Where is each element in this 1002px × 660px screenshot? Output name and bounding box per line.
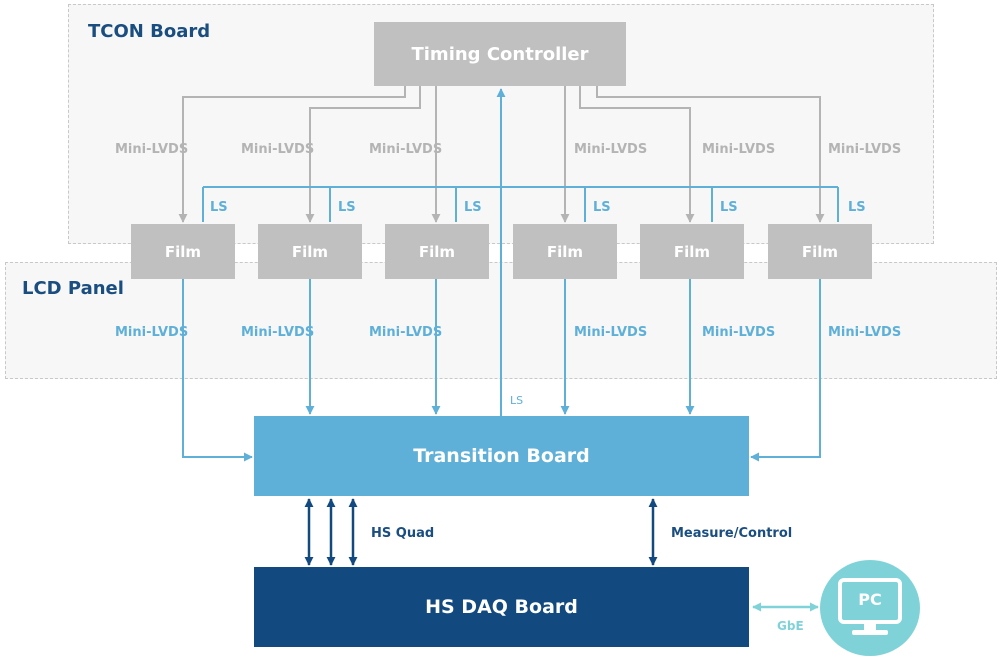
- ls-label-4: LS: [593, 200, 611, 215]
- film-mini-lvds-label-6: Mini-LVDS: [828, 325, 901, 340]
- film-block-3: Film: [385, 224, 489, 279]
- hs-quad-wires: [304, 498, 658, 566]
- transition-board-block: Transition Board: [254, 416, 749, 496]
- wire-tcon-film-1: [178, 86, 406, 223]
- film-block-1: Film: [131, 224, 235, 279]
- wire-tcon-film-6: [596, 86, 825, 223]
- hs-daq-board-label: HS DAQ Board: [425, 596, 578, 618]
- film-block-4: Film: [513, 224, 617, 279]
- film-label: Film: [418, 242, 456, 261]
- gbe-label: GbE: [777, 619, 804, 633]
- pc-label: PC: [858, 590, 882, 609]
- pc-node: PC: [820, 560, 920, 656]
- wire-tcon-film-2: [305, 86, 421, 223]
- film-label: Film: [546, 242, 584, 261]
- wire-film-1-transition: [182, 279, 253, 462]
- film-mini-lvds-label-1: Mini-LVDS: [115, 325, 188, 340]
- film-mini-lvds-label-5: Mini-LVDS: [702, 325, 775, 340]
- ls-uplink-label: LS: [510, 394, 523, 407]
- ls-label-2: LS: [338, 200, 356, 215]
- wire-film-6-transition: [750, 279, 821, 462]
- ls-label-1: LS: [210, 200, 228, 215]
- tcon-board-label: TCON Board: [88, 21, 211, 42]
- film-mini-lvds-label-2: Mini-LVDS: [241, 325, 314, 340]
- monitor-icon: [838, 578, 902, 635]
- film-mini-lvds-wires: [182, 279, 821, 462]
- timing-controller-label: Timing Controller: [411, 43, 589, 65]
- film-block-2: Film: [258, 224, 362, 279]
- film-block-5: Film: [640, 224, 744, 279]
- film-block-6: Film: [768, 224, 872, 279]
- tcon-mini-lvds-label-6: Mini-LVDS: [828, 142, 901, 157]
- ls-label-6: LS: [848, 200, 866, 215]
- ls-label-3: LS: [464, 200, 482, 215]
- hs-daq-board-block: HS DAQ Board: [254, 567, 749, 647]
- tcon-mini-lvds-label-1: Mini-LVDS: [115, 142, 188, 157]
- film-label: Film: [801, 242, 839, 261]
- tcon-mini-lvds-label-2: Mini-LVDS: [241, 142, 314, 157]
- hs-quad-label: HS Quad: [371, 526, 434, 541]
- ls-bus: [202, 88, 839, 416]
- wire-tcon-film-5: [579, 86, 695, 223]
- film-label: Film: [673, 242, 711, 261]
- measure-control-label: Measure/Control: [671, 526, 792, 541]
- tcon-mini-lvds-label-4: Mini-LVDS: [574, 142, 647, 157]
- film-label: Film: [291, 242, 329, 261]
- film-mini-lvds-label-4: Mini-LVDS: [574, 325, 647, 340]
- timing-controller-block: Timing Controller: [374, 22, 626, 86]
- tcon-mini-lvds-label-3: Mini-LVDS: [369, 142, 442, 157]
- tcon-mini-lvds-label-5: Mini-LVDS: [702, 142, 775, 157]
- lcd-panel-label: LCD Panel: [22, 278, 124, 299]
- film-mini-lvds-label-3: Mini-LVDS: [369, 325, 442, 340]
- tcon-mini-lvds-wires: [178, 86, 825, 223]
- film-label: Film: [164, 242, 202, 261]
- transition-board-label: Transition Board: [413, 445, 590, 467]
- ls-label-5: LS: [720, 200, 738, 215]
